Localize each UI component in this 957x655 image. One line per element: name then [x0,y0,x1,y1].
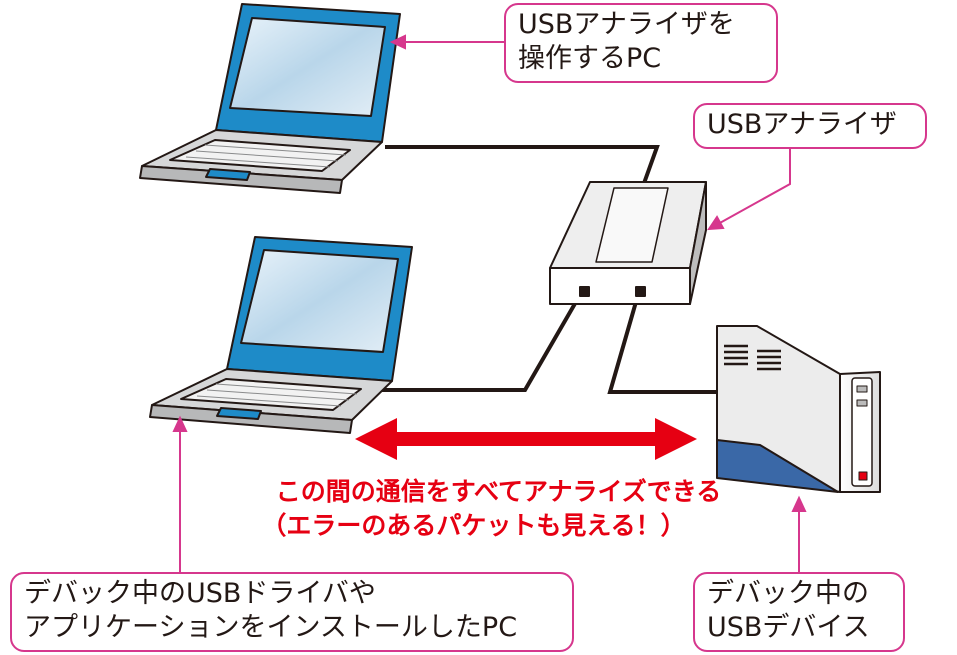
red-note-line1: この間の通信をすべてアナライズできる [275,477,722,506]
analyzer-top-panel [595,187,669,263]
laptop-touchpad [216,407,262,420]
drive-button-top [856,385,868,393]
red-double-arrow [355,418,697,460]
callout-debug-pc-line1: デバック中のUSBドライバや [24,578,376,609]
usb-device-tower [716,325,881,493]
vent-grille [724,344,781,371]
callout-analyzer-pc-line2: 操作するPC [518,43,662,74]
callout-analyzer-pc-line1: USBアナライザを [518,9,735,40]
cable-usb-device [607,287,720,394]
usb-port-left [579,286,590,297]
analyzer-pc-laptop [139,3,401,194]
callout-debug-pc-line2: アプリケーションをインストールしたPC [24,612,518,643]
callout-usb-device: デバック中の USBデバイス [693,572,905,652]
laptop-screen [229,17,386,117]
cable-debug-pc [382,286,586,392]
callout-usb-device-line2: USBデバイス [707,612,870,643]
debug-pc-laptop [149,236,413,434]
callout-analyzer-label: USBアナライザ [707,109,897,140]
usb-port-right [635,286,646,297]
callout-pointers [172,34,807,572]
analyzer-front [549,267,691,305]
device-base-light [716,439,839,493]
callout-usb-device-line1: デバック中の [707,578,869,609]
drive-button-mid [856,399,868,407]
laptop-screen [240,249,399,353]
red-note-line2: （エラーのあるパケットも見える！） [261,511,686,540]
callout-debug-pc: デバック中のUSBドライバや アプリケーションをインストールしたPC [10,572,574,652]
drive-led [858,471,868,481]
callout-analyzer-pc: USBアナライザを 操作するPC [504,3,778,83]
laptop-touchpad [205,168,251,181]
drive-slot [851,377,873,487]
pointer-analyzer [717,149,791,225]
usb-analyzer-box [549,181,707,305]
callout-analyzer: USBアナライザ [693,103,927,149]
